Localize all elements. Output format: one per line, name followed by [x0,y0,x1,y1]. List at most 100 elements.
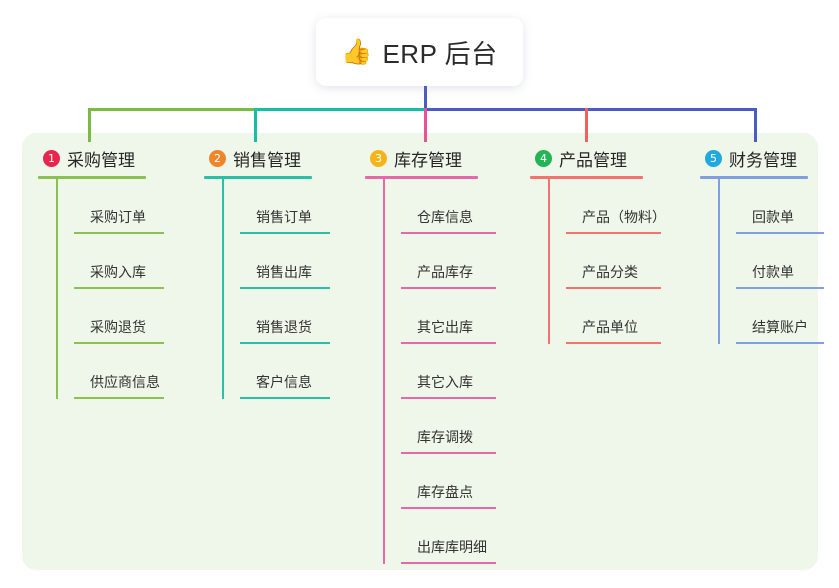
root-node-card[interactable]: 👍 ERP 后台 [316,18,523,86]
column-tree: 产品（物料） 产品分类产品单位 [530,179,666,344]
column-产品管理: 4 产品管理产品（物料） 产品分类产品单位 [530,146,666,344]
drop-line-col-2 [254,108,257,142]
bus-segment-green [88,108,256,111]
tree-spine [383,179,385,564]
tree-spine [718,179,720,344]
tree-leaf-label: 供应商信息 [90,374,160,390]
tree-leaf-item[interactable]: 出库库明细 [383,509,496,564]
column-number-badge: 1 [43,149,60,167]
column-title: 销售管理 [233,150,301,170]
tree-leaf-label: 客户信息 [256,374,312,390]
tree-leaf-rule [240,342,330,344]
tree-leaf-rule [74,397,164,399]
column-header-5[interactable]: 5 财务管理 [700,146,808,170]
tree-leaf-item[interactable]: 销售出库 [222,234,330,289]
tree-leaf-label: 销售退货 [256,319,312,335]
drop-line-col-1 [88,108,91,142]
column-number-badge: 5 [705,149,722,167]
column-title: 财务管理 [729,150,797,170]
root-node-label: ERP 后台 [382,38,498,69]
background-panel [22,133,818,570]
column-header-rule [38,176,146,179]
column-title: 采购管理 [67,150,135,170]
trunk-vertical-line [424,85,427,110]
tree-leaf-item[interactable]: 销售订单 [222,179,330,234]
tree-spine [56,179,58,399]
column-header-rule [700,176,808,179]
tree-leaf-item[interactable]: 其它出库 [383,289,496,344]
tree-leaf-label: 产品库存 [417,264,473,280]
tree-leaf-label: 产品单位 [582,319,638,335]
tree-leaf-item[interactable]: 库存盘点 [383,454,496,509]
tree-leaf-label: 结算账户 [752,319,808,335]
tree-leaf-item[interactable]: 回款单 [718,179,824,234]
column-number-badge: 4 [535,149,552,167]
tree-spine [222,179,224,399]
column-header-rule [365,176,478,179]
tree-leaf-label: 销售订单 [256,209,312,225]
column-number-badge: 2 [209,149,226,167]
tree-leaf-rule [74,287,164,289]
tree-leaf-rule [401,507,496,509]
tree-leaf-item[interactable]: 产品库存 [383,234,496,289]
column-tree: 采购订单采购入库采购退货供应商信息 [38,179,164,399]
column-header-1[interactable]: 1 采购管理 [38,146,146,170]
tree-leaf-label: 其它出库 [417,319,473,335]
tree-leaf-item[interactable]: 付款单 [718,234,824,289]
tree-leaf-item[interactable]: 库存调拨 [383,399,496,454]
tree-leaf-item[interactable]: 产品分类 [548,234,661,289]
tree-leaf-item[interactable]: 客户信息 [222,344,330,399]
tree-leaf-rule [566,342,661,344]
column-header-rule [530,176,643,179]
tree-leaf-label: 仓库信息 [417,209,473,225]
tree-leaf-item[interactable]: 采购订单 [56,179,164,234]
tree-leaf-item[interactable]: 产品单位 [548,289,661,344]
tree-leaf-rule [566,287,661,289]
tree-leaf-label: 销售出库 [256,264,312,280]
tree-leaf-label: 产品分类 [582,264,638,280]
column-财务管理: 5 财务管理回款单付款单结算账户 [700,146,824,344]
tree-leaf-item[interactable]: 仓库信息 [383,179,496,234]
tree-leaf-label: 采购订单 [90,209,146,225]
column-tree: 销售订单销售出库销售退货客户信息 [204,179,330,399]
tree-leaf-item[interactable]: 采购入库 [56,234,164,289]
tree-leaf-item[interactable]: 其它入库 [383,344,496,399]
column-title: 产品管理 [559,150,627,170]
column-title: 库存管理 [394,150,462,170]
column-库存管理: 3 库存管理仓库信息产品库存其它出库其它入库库存调拨库存盘点出库库明细 [365,146,496,564]
tree-leaf-item[interactable]: 产品（物料） [548,179,666,234]
thumbs-up-icon: 👍 [341,37,373,66]
column-header-rule [204,176,312,179]
tree-leaf-label: 库存盘点 [417,484,473,500]
tree-leaf-rule [566,232,661,234]
tree-leaf-label: 出库库明细 [417,539,487,555]
tree-leaf-label: 产品（物料） [582,209,666,225]
drop-line-col-4 [585,108,588,142]
tree-leaf-item[interactable]: 销售退货 [222,289,330,344]
tree-leaf-rule [74,342,164,344]
drop-line-col-5 [754,108,757,142]
tree-leaf-rule [401,397,496,399]
tree-leaf-item[interactable]: 结算账户 [718,289,824,344]
tree-leaf-rule [240,232,330,234]
column-number-badge: 3 [370,149,387,167]
column-header-2[interactable]: 2 销售管理 [204,146,312,170]
tree-leaf-item[interactable]: 采购退货 [56,289,164,344]
tree-leaf-label: 付款单 [752,264,794,280]
tree-leaf-rule [240,287,330,289]
bus-segment-teal [254,108,426,111]
tree-leaf-item[interactable]: 供应商信息 [56,344,164,399]
column-header-3[interactable]: 3 库存管理 [365,146,478,170]
tree-leaf-rule [401,562,496,564]
tree-leaf-rule [401,452,496,454]
column-header-4[interactable]: 4 产品管理 [530,146,643,170]
bus-segment-blue [424,108,757,111]
tree-leaf-rule [736,232,824,234]
tree-leaf-label: 采购退货 [90,319,146,335]
tree-leaf-label: 库存调拨 [417,429,473,445]
column-采购管理: 1 采购管理采购订单采购入库采购退货供应商信息 [38,146,164,399]
tree-leaf-label: 回款单 [752,209,794,225]
tree-spine [548,179,550,344]
tree-leaf-rule [401,342,496,344]
